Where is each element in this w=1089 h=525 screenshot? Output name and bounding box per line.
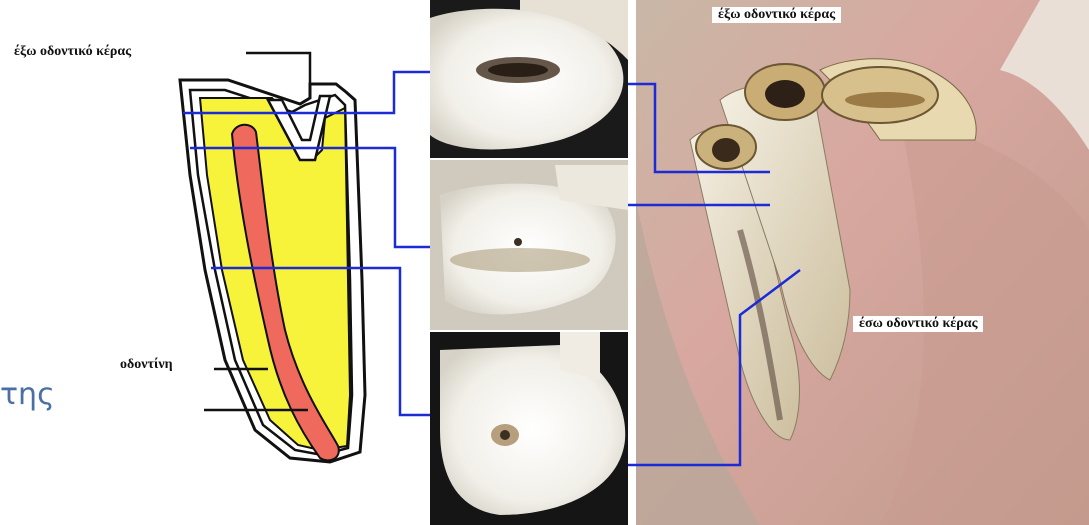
jaw-photo [636, 0, 1089, 525]
label-dentin: οδοντίνη [120, 357, 173, 373]
label-outer-crown-left: έξω οδοντικό κέρας [14, 44, 131, 60]
tooth-schematic [180, 80, 365, 462]
label-outer-crown-top: έξω οδοντικό κέρας [712, 7, 841, 23]
label-inner-crown: έσω οδοντικό κέρας [853, 316, 983, 332]
side-text-fragment: της [0, 377, 55, 412]
cross-section-photos [430, 0, 628, 525]
